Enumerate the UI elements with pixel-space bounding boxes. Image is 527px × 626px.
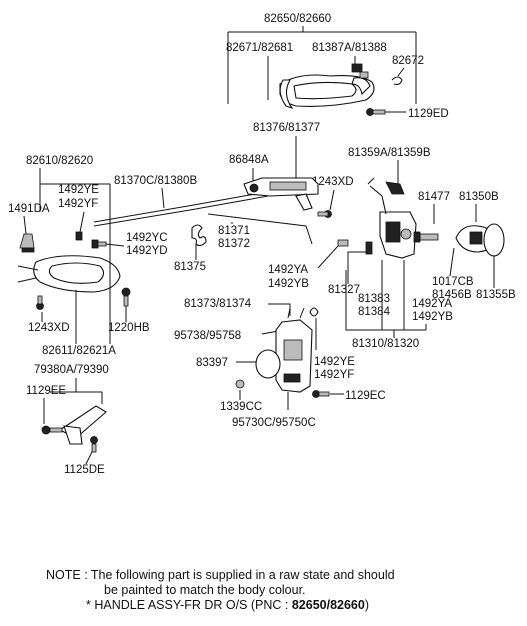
label-1492yf-bottom: 1492YF — [314, 369, 354, 381]
screw-1243xd-top — [317, 210, 332, 218]
rod-81370c — [93, 191, 269, 223]
label-81370c: 81370C/81380B — [114, 175, 197, 187]
spring-82672 — [391, 76, 403, 86]
label-81376: 81376/81377 — [253, 122, 320, 134]
label-82671: 82671/82681 — [226, 42, 293, 54]
label-1129ee: 1129EE — [26, 385, 66, 397]
label-81375: 81375 — [174, 261, 206, 273]
label-1339cc: 1339CC — [220, 401, 262, 413]
label-95730c: 95730C/95750C — [232, 417, 316, 429]
label-95738: 95738/95758 — [174, 330, 241, 342]
handle-trim-82611 — [17, 255, 121, 293]
clip-81359a — [385, 181, 405, 195]
label-82672: 82672 — [392, 55, 424, 67]
label-81372: 81372 — [218, 238, 250, 250]
label-1129ed: 1129ED — [408, 108, 449, 120]
note-pnc: 82650/82660 — [291, 598, 365, 612]
label-1491da: 1491DA — [8, 203, 50, 215]
label-82611: 82611/82621A — [42, 345, 116, 357]
actuator-95730c — [275, 307, 319, 393]
clip-1492ye-top — [75, 231, 83, 241]
label-81359: 81359A/81359B — [348, 147, 431, 159]
label-1492yb-top: 1492YB — [268, 278, 309, 290]
inside-handle-86848a — [243, 177, 319, 211]
label-79380a: 79380A/79390 — [34, 364, 109, 376]
note-line-3: * HANDLE ASSY-FR DR O/S (PNC : 82650/826… — [86, 598, 369, 612]
note-line-3-suffix: ) — [364, 598, 370, 612]
label-81383: 81383 — [358, 293, 390, 305]
label-1492yf-top: 1492YF — [58, 198, 98, 210]
label-83397: 83397 — [196, 357, 228, 369]
label-1492ya-top: 1492YA — [268, 264, 308, 276]
label-81371: 81371 — [218, 225, 250, 237]
label-81355b: 81355B — [476, 289, 516, 301]
label-1129ec: 1129EC — [345, 390, 386, 402]
label-1243xd-top: 1243XD — [312, 176, 354, 188]
label-1492yc: 1492YC — [126, 232, 168, 244]
door-checker-79380a — [41, 405, 107, 453]
note-line-2: be painted to match the body colour. — [104, 583, 306, 597]
note-line-1: NOTE : The following part is supplied in… — [46, 568, 395, 582]
clip-1492ya-top — [337, 239, 349, 247]
screw-1243xd-bottom — [36, 295, 44, 310]
clip-1492yc — [91, 239, 107, 249]
label-81384: 81384 — [358, 306, 391, 318]
label-81456b: 81456B — [432, 289, 472, 301]
label-1220hb: 1220HB — [108, 322, 150, 334]
label-86848a: 86848A — [229, 154, 269, 166]
screw-1129ec — [312, 390, 330, 398]
label-1243xd-bottom: 1243XD — [28, 322, 70, 334]
label-1492ya-bottom: 1492YA — [412, 298, 452, 310]
grommet-1339cc — [235, 379, 245, 389]
spring-81375 — [191, 224, 207, 247]
label-1492ye-bottom: 1492YE — [314, 356, 355, 368]
label-1492ye-top: 1492YE — [58, 184, 99, 196]
bolt-81477 — [413, 231, 439, 243]
label-81387: 81387A/81388 — [312, 42, 387, 54]
clip-81387a — [351, 63, 369, 79]
label-82650: 82650/82660 — [264, 13, 331, 25]
label-81350b: 81350B — [459, 191, 499, 203]
label-1492yd: 1492YD — [126, 245, 168, 257]
label-1125de: 1125DE — [64, 464, 105, 476]
label-1017cb: 1017CB — [432, 276, 474, 288]
label-81477: 81477 — [418, 191, 450, 203]
screw-1129ed — [366, 108, 406, 116]
label-81373: 81373/81374 — [184, 298, 252, 310]
grommet-1491da — [19, 233, 35, 253]
label-1492yb-bottom: 1492YB — [412, 311, 453, 323]
label-82610: 82610/82620 — [26, 155, 93, 167]
cover-83397 — [255, 349, 281, 379]
striker-81350b — [455, 223, 505, 257]
note-line-3-prefix: * HANDLE ASSY-FR DR O/S (PNC : — [86, 598, 292, 612]
clip-81327 — [365, 241, 373, 255]
screw-1220hb — [121, 287, 131, 307]
label-81327: 81327 — [328, 284, 360, 296]
door-latch-81310 — [367, 177, 417, 259]
outside-handle — [279, 74, 375, 110]
label-81310: 81310/81320 — [352, 338, 419, 350]
rod-81371 — [207, 213, 313, 245]
